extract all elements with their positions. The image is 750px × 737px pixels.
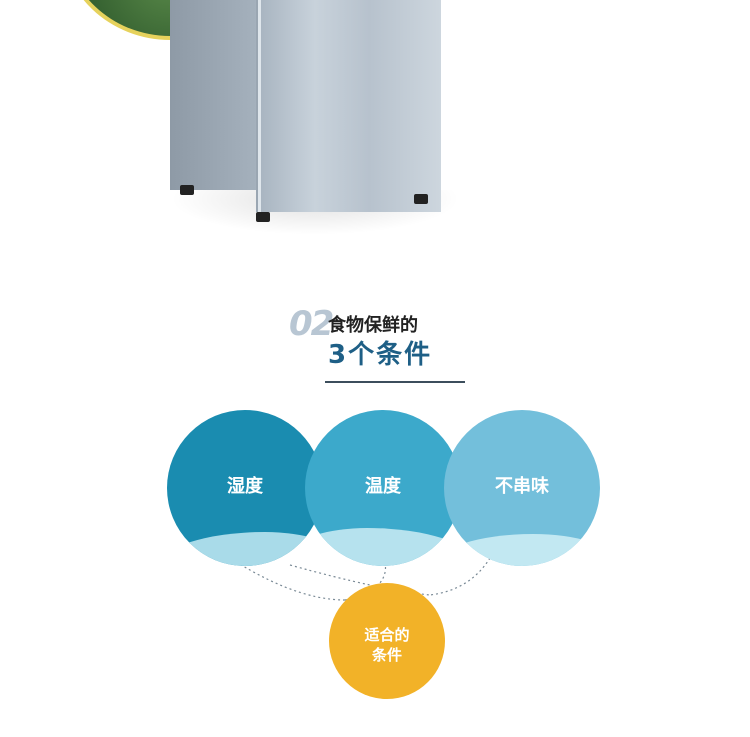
fridge-side-panel [170, 0, 260, 190]
fridge-foot [180, 185, 194, 195]
section-title-line1: 食物保鲜的 [328, 315, 418, 336]
result-label-line2: 条件 [371, 646, 402, 664]
odor-circle: 不串味 [444, 410, 600, 566]
fridge-foot [414, 194, 428, 204]
circle-label: 湿度 [227, 476, 263, 497]
fridge-foot [256, 212, 270, 222]
section-number: 02 [289, 304, 334, 344]
wave-decoration [167, 532, 323, 566]
fridge-image [0, 0, 750, 240]
circle-label: 温度 [365, 476, 401, 497]
circle-label: 不串味 [495, 476, 549, 497]
result-circle: 适合的 条件 [329, 583, 445, 699]
fridge-door [258, 0, 441, 212]
wave-decoration [305, 528, 461, 566]
humidity-circle: 湿度 [167, 410, 323, 566]
section-title-line2: 3个条件 [328, 340, 433, 370]
wave-decoration [444, 534, 600, 566]
result-label-line1: 适合的 [364, 626, 410, 644]
temperature-circle: 温度 [305, 410, 461, 566]
result-label: 适合的 条件 [329, 625, 445, 665]
title-underline [325, 381, 465, 383]
